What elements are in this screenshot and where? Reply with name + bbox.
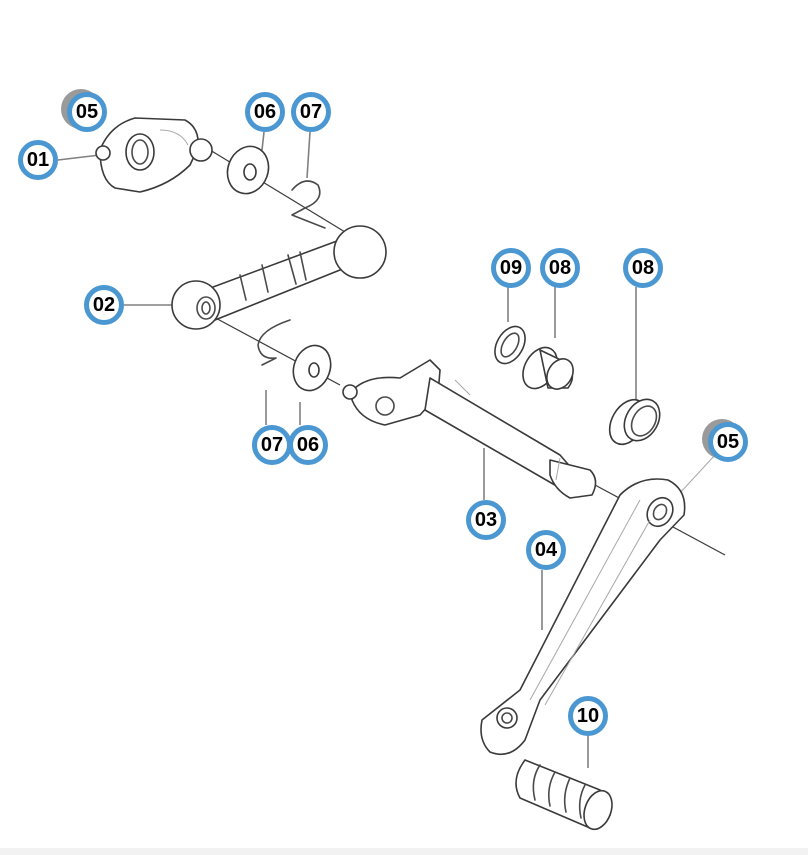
callout-01[interactable]: 01 xyxy=(18,140,58,180)
callout-06-upper[interactable]: 06 xyxy=(245,92,285,132)
part-washer-lower xyxy=(292,344,332,392)
part-bushing-lower xyxy=(608,398,661,446)
callout-08-left[interactable]: 08 xyxy=(540,248,580,288)
callout-04[interactable]: 04 xyxy=(526,530,566,570)
callout-07-upper[interactable]: 07 xyxy=(291,92,331,132)
callout-08-right[interactable]: 08 xyxy=(623,248,663,288)
part-shift-pedal-arm xyxy=(480,478,686,756)
part-pedal-rubber xyxy=(515,759,613,831)
callout-03[interactable]: 03 xyxy=(466,500,506,540)
part-clip-upper xyxy=(291,180,326,229)
part-shift-shaft xyxy=(342,359,597,499)
part-washer-upper xyxy=(226,145,270,195)
part-linkage-rod xyxy=(171,225,387,330)
callout-05-upper[interactable]: 05 xyxy=(67,92,107,132)
part-bushing-upper xyxy=(522,346,574,390)
callout-07-lower[interactable]: 07 xyxy=(252,425,292,465)
callout-05-lower[interactable]: 05 xyxy=(708,422,748,462)
leader-lines xyxy=(57,131,637,768)
part-shift-lever-clamp xyxy=(95,117,213,193)
part-clip-lower xyxy=(257,319,291,366)
bottom-border-strip xyxy=(0,848,808,855)
callout-10[interactable]: 10 xyxy=(568,696,608,736)
callout-06-lower[interactable]: 06 xyxy=(288,425,328,465)
part-seal-ring xyxy=(494,325,526,365)
callout-02[interactable]: 02 xyxy=(84,285,124,325)
callout-09[interactable]: 09 xyxy=(491,248,531,288)
